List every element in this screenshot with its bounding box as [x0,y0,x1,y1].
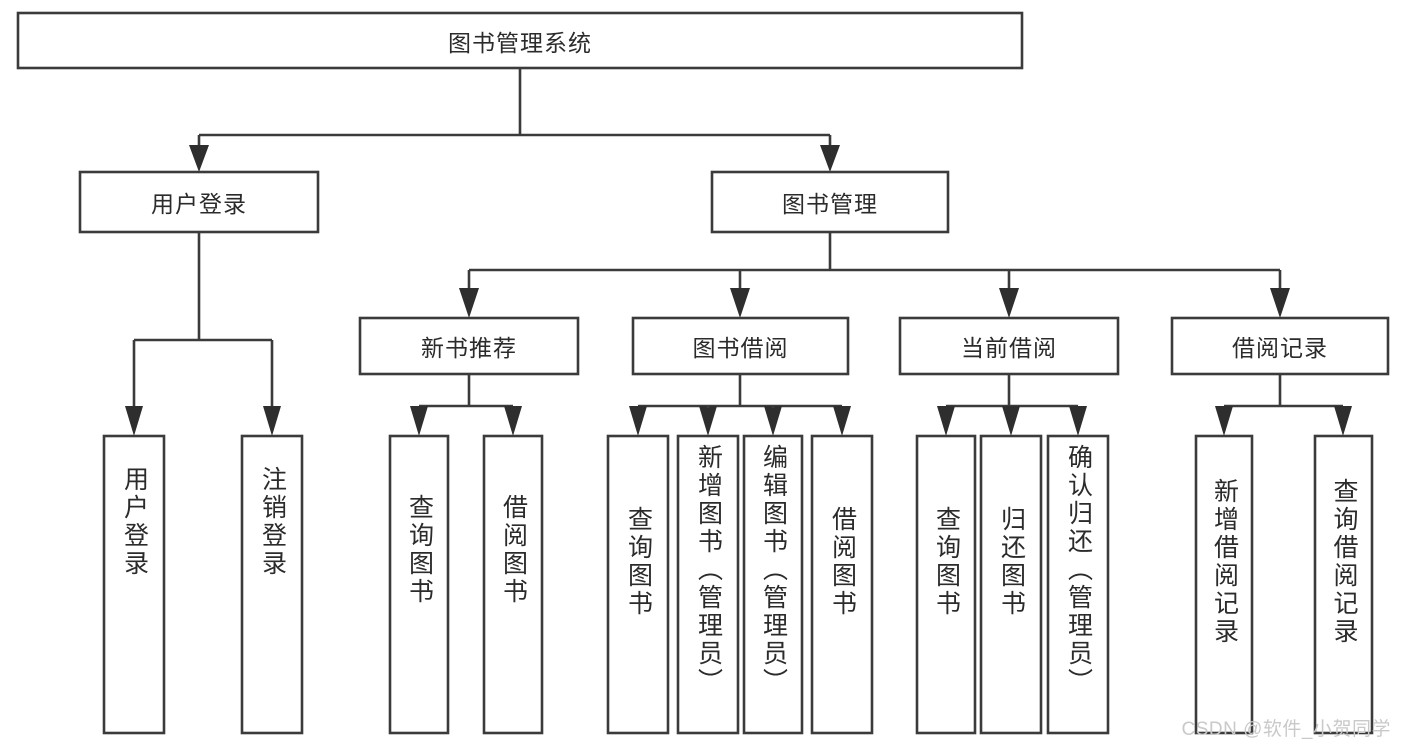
arrow-head-currentborrow-confirm-return [1069,406,1087,436]
leaf-box-borrowrecord-query-record[interactable] [1313,434,1374,735]
arrow-head-book-borrow [730,288,750,318]
arrow-head-to-book-mgmt [820,145,840,172]
leaf-box-bookborrow-add-book[interactable] [676,434,740,735]
leaf-box-bookborrow-edit-book[interactable] [742,434,804,735]
arrow-head-borrowrecord-add-record [1215,406,1233,436]
node-new-book-recommend-box[interactable] [358,316,580,376]
csdn-watermark: CSDN @软件_小贺同学 [1181,719,1391,740]
leaf-box-currentborrow-return-book[interactable] [979,434,1043,735]
node-borrow-record-box[interactable] [1170,316,1390,376]
leaf-box-bookborrow-borrow-book[interactable] [810,434,874,735]
node-user-login-box[interactable] [78,170,320,234]
leaf-box-newbook-borrow-book[interactable] [482,434,544,735]
node-book-borrow-box[interactable] [631,316,850,376]
node-root-box[interactable] [16,11,1024,70]
arrow-head-leaf-logout [263,406,281,436]
arrow-head-new-book-recommend [459,288,479,318]
arrow-head-borrowrecord-query-record [1334,406,1352,436]
leaf-box-user-login[interactable] [102,434,166,735]
arrow-head-borrow-record [1270,288,1290,318]
arrow-head-currentborrow-return-book [1002,406,1020,436]
leaf-box-borrowrecord-add-record[interactable] [1194,434,1254,735]
arrow-head-bookborrow-borrow-book [833,406,851,436]
arrow-head-leaf-user-login [125,406,143,436]
arrow-head-bookborrow-query-book [629,406,647,436]
arrow-head-currentborrow-query-book [937,406,955,436]
leaf-box-bookborrow-query-book[interactable] [606,434,670,735]
leaf-box-newbook-query-book[interactable] [388,434,450,735]
node-current-borrow-box[interactable] [898,316,1120,376]
arrow-head-newbook-query-book [410,406,428,436]
arrow-head-current-borrow [999,288,1019,318]
node-book-management-box[interactable] [710,170,950,234]
arrow-head-newbook-borrow-book [504,406,522,436]
arrow-head-to-user-login [189,145,209,172]
leaf-box-currentborrow-query-book[interactable] [915,434,977,735]
arrow-head-bookborrow-add-book [699,406,717,436]
leaf-box-currentborrow-confirm-return[interactable] [1046,434,1110,735]
arrow-head-bookborrow-edit-book [764,406,782,436]
leaf-box-logout[interactable] [240,434,304,735]
